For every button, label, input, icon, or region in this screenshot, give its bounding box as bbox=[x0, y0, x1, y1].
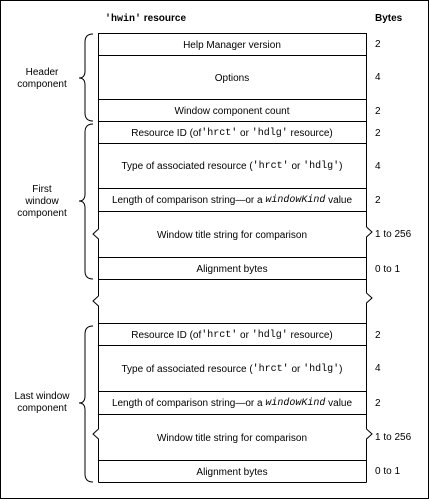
bytes-value: 2 bbox=[375, 195, 381, 206]
bytes-value: 2 bbox=[375, 106, 381, 117]
first-window-component-label: First window component bbox=[7, 184, 77, 220]
group-label-line: window bbox=[25, 196, 59, 207]
break-mark bbox=[92, 428, 99, 483]
group-label-line: Last window bbox=[14, 391, 70, 402]
resource-id-field: Resource ID (of 'hrct' or 'hdlg' resourc… bbox=[98, 122, 366, 144]
bytes-value: 4 bbox=[375, 363, 381, 374]
field-text: or bbox=[237, 127, 252, 139]
group-label-line: component bbox=[17, 403, 67, 414]
window-title-string-field: Window title string for comparison bbox=[156, 432, 308, 444]
last-window-component-label: Last window component bbox=[7, 391, 77, 415]
break-mark bbox=[366, 292, 373, 324]
bytes-value: 2 bbox=[375, 330, 381, 341]
field-text: Length of comparison string—or a bbox=[111, 195, 266, 206]
bytes-column-title: Bytes bbox=[375, 13, 403, 24]
field-text: ) bbox=[339, 161, 343, 172]
bytes-value: 4 bbox=[375, 161, 381, 172]
alignment-bytes-field: Alignment bytes bbox=[196, 263, 268, 275]
code-hdlg: 'hdlg' bbox=[303, 363, 340, 375]
field-text: or bbox=[288, 363, 304, 375]
code-hrct: 'hrct' bbox=[201, 127, 238, 139]
bytes-value: 0 to 1 bbox=[375, 466, 401, 477]
bytes-value: 1 to 256 bbox=[375, 229, 412, 240]
bytes-value: 0 to 1 bbox=[375, 264, 401, 275]
associated-resource-type-field: Type of associated resource ( 'hrct' or … bbox=[98, 346, 366, 392]
field-text: or bbox=[288, 161, 304, 172]
code-hdlg: 'hdlg' bbox=[303, 161, 340, 172]
code-hrct: 'hrct' bbox=[252, 363, 289, 375]
break-mark bbox=[92, 295, 99, 324]
associated-resource-type-field: Type of associated resource ( 'hrct' or … bbox=[98, 144, 366, 189]
help-manager-version-field: Help Manager version bbox=[183, 39, 281, 51]
code-hdlg: 'hdlg' bbox=[251, 329, 288, 341]
resource-title: 'hwin' resource bbox=[105, 13, 186, 25]
header-brace bbox=[78, 33, 94, 122]
resource-id-field: Resource ID (of 'hrct' or 'hdlg' resourc… bbox=[98, 324, 366, 346]
first-window-brace bbox=[78, 123, 94, 280]
break-mark bbox=[92, 228, 99, 244]
window-component-count-field: Window component count bbox=[174, 105, 290, 117]
header-box bbox=[98, 33, 367, 122]
code-hdlg: 'hdlg' bbox=[251, 127, 288, 139]
code-windowkind: windowKind bbox=[265, 195, 326, 206]
group-label-line: component bbox=[17, 208, 67, 219]
bytes-value: 2 bbox=[375, 128, 381, 139]
header-component-label: Header component bbox=[7, 67, 77, 91]
field-text: Type of associated resource ( bbox=[121, 363, 253, 375]
window-title-string-field: Window title string for comparison bbox=[156, 229, 308, 241]
bytes-value: 1 to 256 bbox=[375, 432, 412, 443]
options-field: Options bbox=[214, 72, 250, 84]
field-text: value bbox=[325, 398, 353, 409]
comparison-length-field: Length of comparison string—or a windowK… bbox=[98, 392, 366, 415]
break-mark bbox=[366, 226, 373, 242]
field-text: value bbox=[325, 195, 353, 206]
field-text: resource) bbox=[287, 329, 333, 341]
field-text: Resource ID (of bbox=[131, 329, 202, 341]
bytes-value: 4 bbox=[375, 72, 381, 83]
last-window-brace bbox=[78, 325, 94, 483]
alignment-bytes-field: Alignment bytes bbox=[196, 466, 268, 478]
bytes-value: 2 bbox=[375, 398, 381, 409]
group-label-line: First bbox=[32, 184, 52, 195]
resource-code: 'hwin' bbox=[105, 14, 142, 25]
field-text: Type of associated resource ( bbox=[121, 161, 253, 172]
bytes-value: 2 bbox=[375, 39, 381, 50]
code-hrct: 'hrct' bbox=[201, 329, 238, 341]
field-text: ) bbox=[339, 363, 343, 375]
field-text: resource) bbox=[287, 127, 333, 139]
code-windowkind: windowKind bbox=[265, 398, 326, 409]
field-text: Resource ID (of bbox=[131, 127, 202, 139]
group-label-line: component bbox=[17, 79, 67, 90]
field-text: Length of comparison string—or a bbox=[111, 398, 266, 409]
resource-word: resource bbox=[141, 13, 187, 24]
break-mark bbox=[366, 428, 373, 483]
code-hrct: 'hrct' bbox=[252, 161, 289, 172]
comparison-length-field: Length of comparison string—or a windowK… bbox=[98, 189, 366, 212]
field-text: or bbox=[237, 329, 252, 341]
group-label-line: Header bbox=[25, 67, 59, 78]
